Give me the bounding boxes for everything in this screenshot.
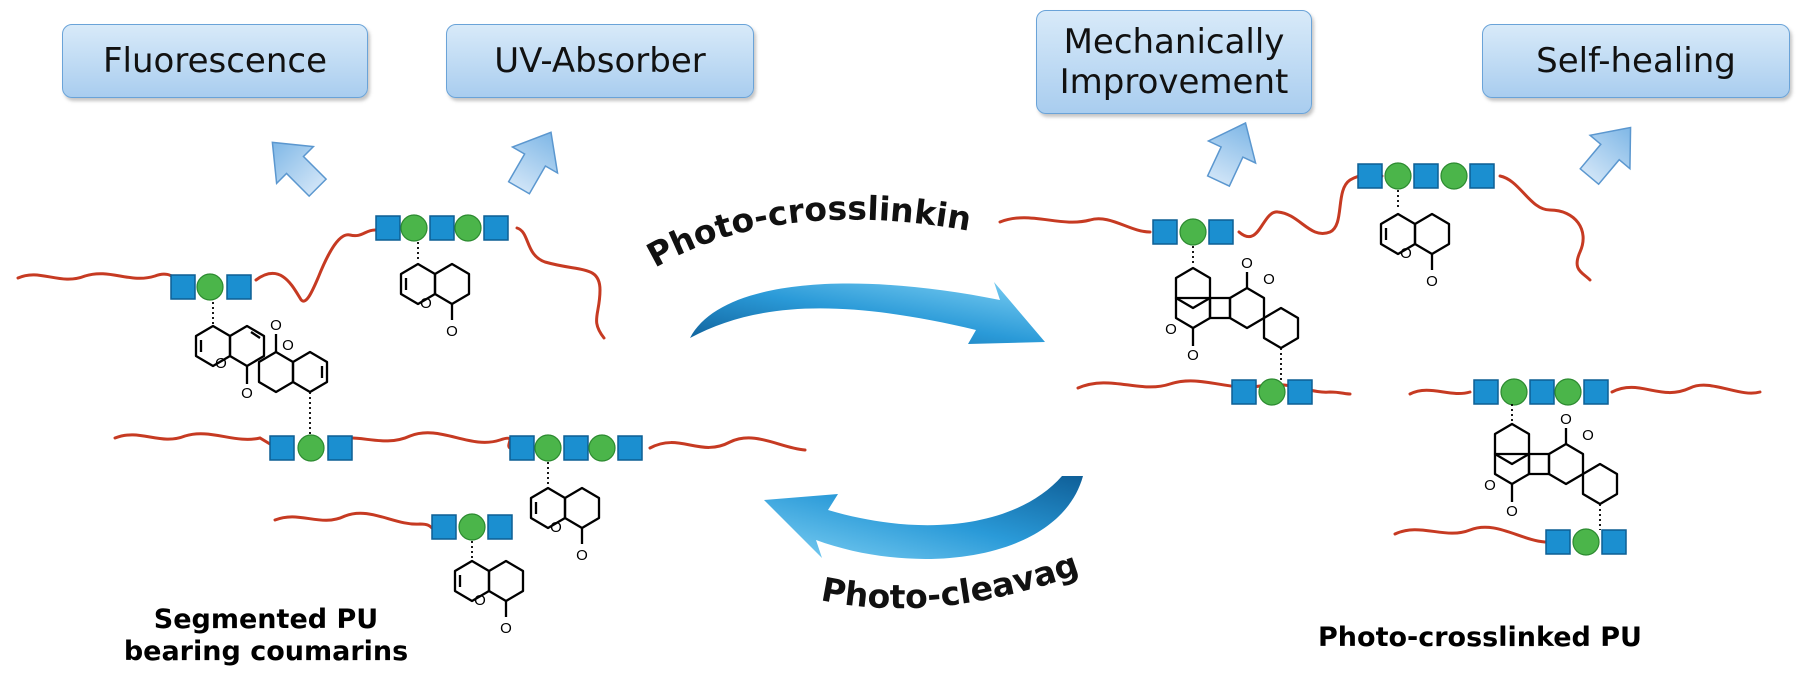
hard-segment bbox=[509, 434, 643, 462]
photo-crosslinking-arrow bbox=[690, 282, 1045, 344]
hard-segment bbox=[375, 214, 509, 242]
self-healing-box: Self-healing bbox=[1482, 24, 1790, 98]
crosslinked-pu-chains bbox=[998, 173, 1762, 544]
photo-cleavage-arrow bbox=[764, 476, 1083, 559]
hard-segment bbox=[170, 273, 252, 301]
atom-oxygen: O bbox=[1400, 245, 1412, 262]
self-healing-label: Self-healing bbox=[1536, 41, 1736, 81]
atom-oxygen: O bbox=[1263, 271, 1275, 288]
hard-segment bbox=[1357, 162, 1495, 190]
hard-segment bbox=[269, 434, 353, 462]
polymer-chain bbox=[327, 431, 512, 450]
atom-oxygen: O bbox=[241, 385, 253, 402]
mechanical-improvement-label: Mechanically Improvement bbox=[1059, 22, 1289, 102]
coumarin-dimer: O O O O bbox=[1484, 404, 1619, 530]
atom-oxygen: O bbox=[270, 317, 282, 334]
arrow-to-self-healing bbox=[1579, 126, 1632, 186]
atom-oxygen: O bbox=[1506, 503, 1518, 520]
atom-oxygen: O bbox=[446, 323, 458, 340]
atom-oxygen: O bbox=[1560, 411, 1572, 428]
property-arrows bbox=[271, 121, 1632, 198]
hard-segment bbox=[1231, 378, 1313, 406]
arrow-to-uv-absorber bbox=[507, 131, 559, 195]
atom-oxygen: O bbox=[1582, 427, 1594, 444]
hard-segment bbox=[431, 513, 513, 541]
atom-oxygen: O bbox=[576, 547, 588, 564]
hard-segment bbox=[1473, 378, 1609, 406]
coumarin-dimer: O O O O bbox=[1165, 246, 1300, 382]
mechanical-improvement-box: Mechanically Improvement bbox=[1036, 10, 1312, 114]
atom-oxygen: O bbox=[1165, 321, 1177, 338]
uv-absorber-box: UV-Absorber bbox=[446, 24, 754, 98]
coumarin-molecule: O O bbox=[1379, 190, 1451, 290]
polymer-chain bbox=[515, 226, 606, 340]
segmented-pu-chains bbox=[16, 226, 807, 530]
arrow-to-mechanical-improvement bbox=[1206, 121, 1257, 188]
polymer-chain bbox=[113, 432, 272, 446]
atom-oxygen: O bbox=[215, 355, 227, 372]
polymer-chain bbox=[254, 228, 377, 303]
hard-segment bbox=[1545, 528, 1627, 556]
hard-segment bbox=[1152, 218, 1234, 246]
polymer-chain bbox=[1408, 388, 1472, 396]
atom-oxygen: O bbox=[500, 620, 512, 637]
coumarin-molecule: O O bbox=[257, 317, 329, 436]
coumarin-molecule: O O bbox=[529, 462, 601, 564]
coumarin-molecule: O O bbox=[399, 242, 471, 340]
fluorescence-box: Fluorescence bbox=[62, 24, 368, 98]
segmented-pu-caption: Segmented PU bearing coumarins bbox=[123, 604, 409, 667]
crosslinked-pu-caption: Photo-crosslinked PU bbox=[1318, 622, 1642, 653]
coumarin-molecule: O O bbox=[194, 302, 266, 402]
atom-oxygen: O bbox=[1241, 255, 1253, 272]
uv-absorber-label: UV-Absorber bbox=[494, 41, 706, 81]
atom-oxygen: O bbox=[1426, 273, 1438, 290]
arrow-to-fluorescence bbox=[271, 141, 328, 198]
polymer-chain bbox=[1610, 383, 1762, 395]
polymer-chain bbox=[273, 511, 434, 530]
polymer-chain bbox=[1237, 173, 1384, 239]
atom-oxygen: O bbox=[1484, 477, 1496, 494]
atom-oxygen: O bbox=[420, 295, 432, 312]
atom-oxygen: O bbox=[282, 337, 294, 354]
atom-oxygen: O bbox=[1187, 347, 1199, 364]
polymer-chain bbox=[1498, 174, 1592, 282]
fluorescence-label: Fluorescence bbox=[103, 41, 327, 81]
polymer-chain bbox=[16, 272, 182, 282]
atom-oxygen: O bbox=[474, 592, 486, 609]
atom-oxygen: O bbox=[550, 519, 562, 536]
polymer-chain bbox=[648, 436, 807, 452]
polymer-chain bbox=[998, 216, 1152, 234]
coumarin-molecule: O O bbox=[453, 541, 525, 637]
polymer-chain bbox=[1393, 525, 1547, 544]
